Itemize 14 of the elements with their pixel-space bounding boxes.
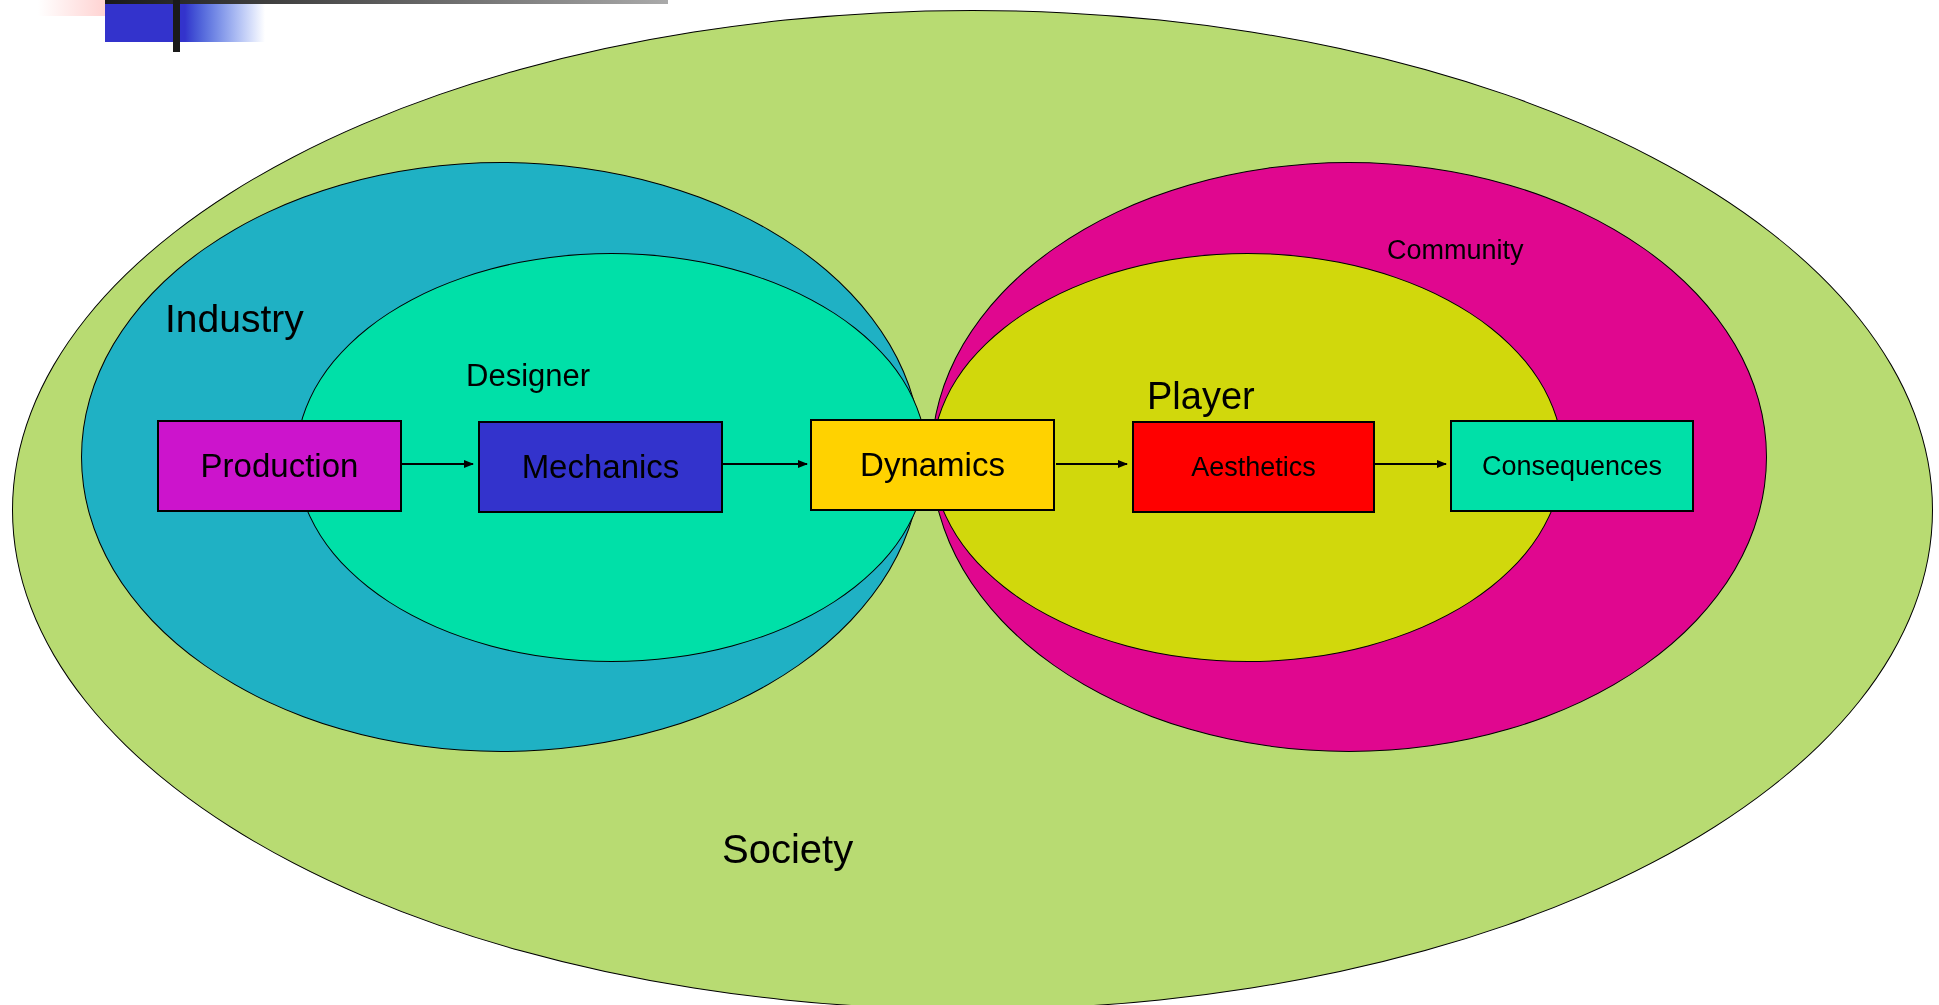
region-label: Industry — [165, 299, 304, 338]
arrow — [401, 460, 474, 468]
region-label: Society — [722, 829, 854, 869]
production-box: Production — [157, 420, 402, 512]
arrow — [1373, 460, 1447, 468]
region-label: Designer — [466, 360, 591, 391]
region-label: Player — [1147, 377, 1255, 415]
arrow — [1055, 460, 1128, 468]
arrow — [721, 460, 808, 468]
dynamics-box: Dynamics — [810, 419, 1055, 511]
mechanics-box: Mechanics — [478, 421, 723, 513]
region-label: Community — [1387, 237, 1524, 264]
consequences-box: Consequences — [1450, 420, 1694, 512]
aesthetics-box: Aesthetics — [1132, 421, 1375, 513]
